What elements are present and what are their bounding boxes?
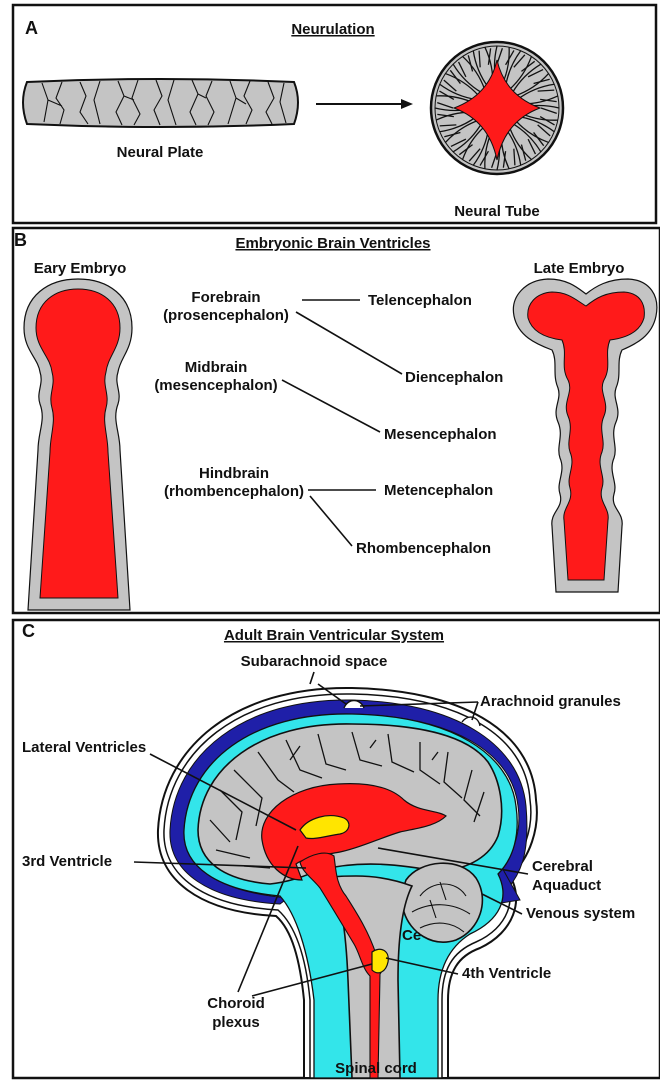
panel-c-letter: C	[22, 621, 35, 641]
neural-tube	[431, 42, 563, 174]
metencephalon-label: Metencephalon	[384, 482, 493, 499]
neural-tube-label: Neural Tube	[454, 203, 540, 220]
arachnoid-granules-label: Arachnoid granules	[480, 693, 621, 710]
subarachnoid-space-label: Subarachnoid space	[241, 653, 388, 670]
cerebellum-label: Ce	[402, 927, 421, 944]
midbrain-label: Midbrain	[185, 359, 248, 376]
late-embryo-label: Late Embryo	[534, 260, 625, 277]
plexus-label: plexus	[212, 1014, 260, 1031]
choroid-label: Choroid	[207, 995, 265, 1012]
rhombencephalon-label: Rhombencephalon	[356, 540, 491, 557]
telencephalon-label: Telencephalon	[368, 292, 472, 309]
neural-plate	[23, 79, 298, 127]
panel-c-title: Adult Brain Ventricular System	[224, 627, 444, 644]
hindbrain-label: Hindbrain	[199, 465, 269, 482]
panel-a: A Neurulation Neural Plate Neural Tube	[13, 5, 656, 223]
venous-system-label: Venous system	[526, 905, 635, 922]
early-embryo	[24, 279, 132, 610]
third-ventricle-label: 3rd Ventricle	[22, 853, 112, 870]
panel-b-title: Embryonic Brain Ventricles	[235, 235, 430, 252]
panel-a-letter: A	[25, 18, 38, 38]
aquaduct-label: Aquaduct	[532, 877, 601, 894]
rhombencephalon-paren-label: (rhombencephalon)	[164, 483, 304, 500]
diencephalon-label: Diencephalon	[405, 369, 503, 386]
spinal-cord-label: Spinal cord	[335, 1060, 417, 1077]
neural-plate-label: Neural Plate	[117, 144, 204, 161]
lateral-ventricles-label: Lateral Ventricles	[22, 739, 146, 756]
forebrain-label: Forebrain	[191, 289, 260, 306]
panel-a-title: Neurulation	[291, 21, 374, 38]
fourth-ventricle-label: 4th Ventricle	[462, 965, 551, 982]
early-embryo-label: Eary Embryo	[34, 260, 127, 277]
prosencephalon-label: (prosencephalon)	[163, 307, 289, 324]
mesencephalon-paren-label: (mesencephalon)	[154, 377, 277, 394]
panel-c: C Adult Brain Ventricular System	[13, 620, 660, 1078]
panel-b: B Embryonic Brain Ventricles Eary Embryo…	[13, 228, 660, 613]
panel-b-letter: B	[14, 230, 27, 250]
cerebral-label: Cerebral	[532, 858, 593, 875]
mesencephalon-label: Mesencephalon	[384, 426, 497, 443]
